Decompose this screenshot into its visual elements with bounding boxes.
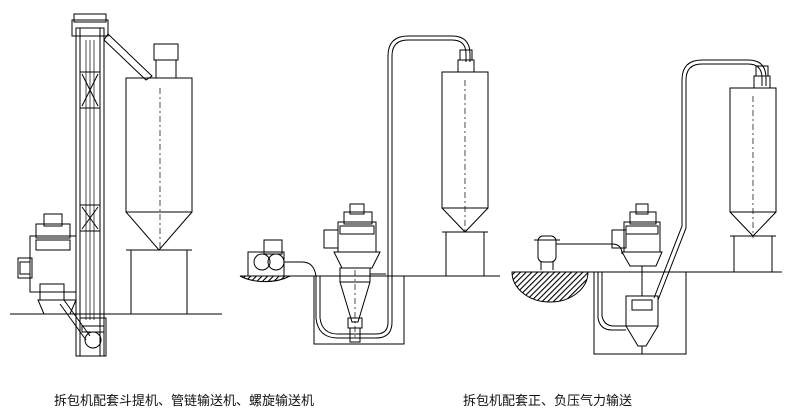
pressure-vessel-right [625, 295, 659, 354]
caption-left: 拆包机配套斗提机、管链输送机、螺旋输送机 [54, 394, 315, 409]
middle-scene [239, 35, 500, 345]
blower-middle [239, 239, 317, 283]
foundation-hemisphere-right [511, 271, 589, 303]
silo-right [729, 65, 777, 272]
left-scene [10, 13, 222, 357]
bag-unloader-right [611, 203, 663, 296]
silo-middle [441, 49, 489, 276]
pressure-tank-right [534, 235, 623, 270]
bag-unloader-left [17, 213, 91, 341]
pneumatic-pipe-right [597, 59, 767, 331]
right-scene [511, 59, 782, 355]
pneumatic-pipe-middle [315, 35, 471, 339]
cyclone-middle [339, 267, 386, 343]
caption-right: 拆包机配套正、负压气力输送 [463, 394, 633, 409]
silo-left [125, 43, 193, 314]
bag-unloader-middle [323, 203, 381, 269]
bucket-elevator [71, 13, 153, 357]
